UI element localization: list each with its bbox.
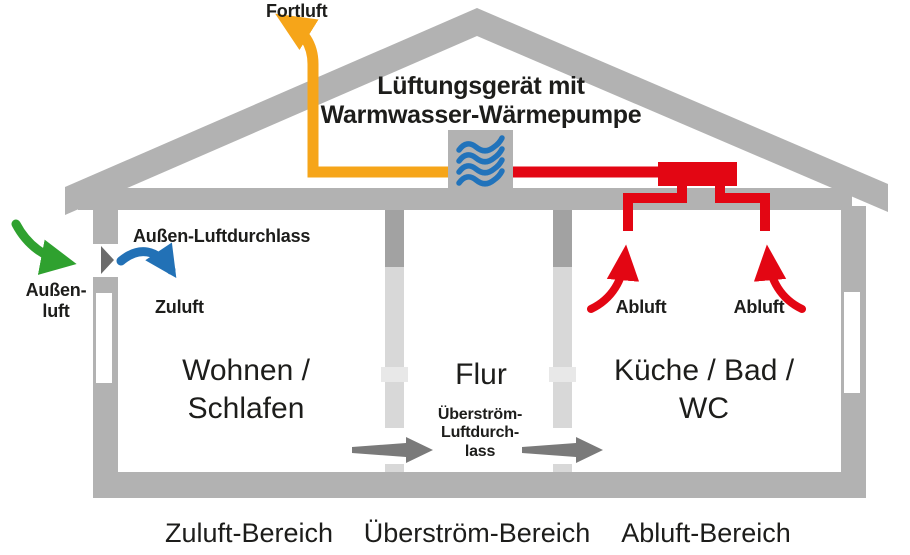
abluft-label-left: Abluft [615, 297, 667, 317]
roof-left-slope [65, 8, 477, 215]
roof-right-slope [477, 8, 888, 212]
zone-label-zuluft-bereich: Zuluft-Bereich [164, 518, 334, 548]
partition-door-frame [381, 367, 408, 382]
zone-label-abluft-bereich: Abluft-Bereich [621, 518, 791, 548]
abluft-flow-arrow-left [587, 244, 640, 313]
zuluft-flow-arrow [116, 242, 177, 278]
partition-top-segment [553, 210, 572, 267]
house-structure [65, 8, 888, 498]
partition-base-stub [553, 464, 572, 472]
abluft-flow-arrow-right [753, 244, 806, 313]
partition-door-frame [549, 367, 576, 382]
partition-base-stub [385, 464, 404, 472]
room-label-flur: Flur [455, 358, 507, 391]
room-label-kueche-bad-wc: Küche / Bad / WC [613, 354, 795, 425]
ueberstroem-luftdurchlass-label: Überström- Luftdurch- lass [437, 406, 523, 460]
fortluft-duct-arrow [275, 13, 448, 178]
partition-upper-segment [385, 267, 404, 367]
device-title: Lüftungsgerät mit Warmwasser-Wärmepumpe [320, 72, 642, 129]
wall-vent-icon [101, 246, 114, 274]
abluft-manifold-box [658, 162, 737, 186]
floor-slab [93, 472, 866, 498]
fortluft-label: Fortluft [266, 1, 328, 21]
partition-lower-segment [385, 382, 404, 428]
left-wall-top [93, 208, 118, 244]
room-label-wohnen-schlafen: Wohnen / Schlafen [182, 354, 310, 425]
zuluft-label: Zuluft [155, 297, 204, 317]
ueberstroem-arrow-left [352, 437, 433, 463]
aussen-luftdurchlass-label: Außen-Luftdurchlass [133, 226, 311, 246]
abluft-branch-right [715, 186, 770, 231]
zone-label-ueberstroem-bereich: Überström-Bereich [363, 518, 591, 548]
partition-wall-wohnen-flur [381, 210, 408, 472]
aussenluft-label: Außen- luft [25, 280, 87, 321]
heat-exchanger-waves-icon [456, 135, 505, 187]
partition-top-segment [385, 210, 404, 267]
ventilation-unit [448, 130, 513, 208]
partition-wall-flur-kueche [549, 210, 576, 472]
abluft-duct-system [513, 162, 806, 313]
abluft-branch-left [623, 186, 687, 231]
partition-upper-segment [553, 267, 572, 367]
left-window [96, 293, 112, 383]
ueberstroem-arrow-right [522, 437, 603, 463]
partition-lower-segment [553, 382, 572, 428]
aussenluft-flow-arrow [11, 219, 77, 275]
right-window [844, 292, 860, 393]
abluft-label-right: Abluft [733, 297, 785, 317]
